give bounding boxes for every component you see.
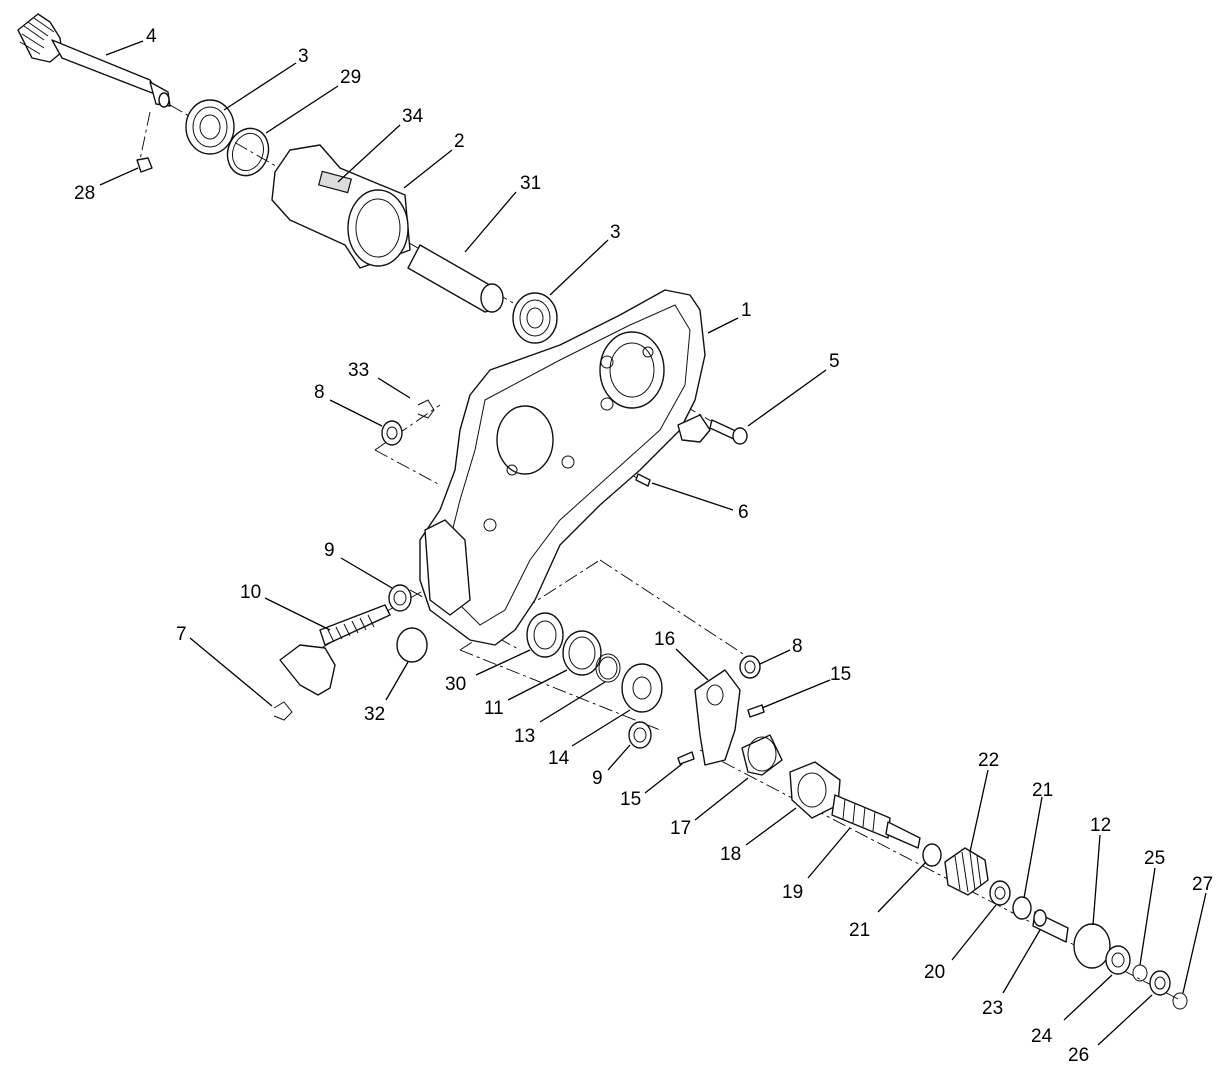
spacer-part (1032, 909, 1069, 943)
callout-33: 33 (348, 360, 369, 381)
callout-3-upper: 3 (298, 46, 309, 67)
input-shaft-part (17, 13, 171, 108)
left-bushing-part (388, 584, 412, 612)
small-bushing-part (989, 880, 1011, 906)
callout-15-upper: 15 (830, 664, 851, 685)
shift-fork-part (694, 669, 741, 766)
callout-29: 29 (340, 67, 361, 88)
retaining-clip-part (417, 399, 435, 419)
main-case-part (419, 289, 711, 646)
callout-11: 11 (484, 698, 504, 719)
set-screw-upper-part (747, 704, 765, 718)
callout-labels: 4 3 29 34 2 28 31 3 1 33 8 5 6 9 10 7 32… (74, 26, 1213, 1066)
callout-31: 31 (520, 173, 541, 194)
callout-32: 32 (364, 704, 385, 725)
callout-19: 19 (782, 882, 803, 903)
threaded-nut-part (944, 847, 989, 896)
shim-washer-left-part (922, 843, 942, 867)
upper-bearing-part (185, 99, 235, 155)
collar-part (741, 734, 783, 776)
o-ring-part (226, 127, 270, 177)
callout-15-lower: 15 (620, 789, 641, 810)
callout-20: 20 (924, 962, 945, 983)
callout-28: 28 (74, 183, 95, 204)
callout-18: 18 (720, 844, 741, 865)
callout-2: 2 (454, 131, 465, 152)
assembly-centerlines (139, 104, 1181, 1001)
woodruff-key-part (136, 157, 153, 173)
callout-8-right: 8 (792, 636, 803, 657)
flat-washer-part (1105, 945, 1131, 975)
callout-4: 4 (146, 26, 157, 47)
bolt-part (709, 419, 748, 445)
callout-30: 30 (445, 674, 466, 695)
callout-24: 24 (1031, 1026, 1053, 1047)
callout-13: 13 (514, 726, 535, 747)
callout-7: 7 (176, 624, 187, 645)
seal-part (526, 612, 564, 658)
callout-22: 22 (978, 750, 999, 771)
retaining-ring-part (595, 653, 621, 683)
lower-bearing-part (512, 292, 558, 344)
sleeve-part (407, 244, 504, 313)
callout-17: 17 (670, 818, 691, 839)
callout-16: 16 (654, 629, 675, 650)
splined-shaft-part (831, 794, 921, 849)
plug-part (396, 627, 428, 663)
shim-washer-right-part (1012, 896, 1032, 920)
lock-ring-part (1132, 964, 1148, 982)
callout-21-upper: 21 (1032, 780, 1053, 801)
dowel-pin-part (635, 473, 651, 487)
callout-5: 5 (829, 351, 840, 372)
callout-12: 12 (1090, 815, 1111, 836)
callout-14: 14 (548, 748, 570, 769)
lower-bushing-part (628, 721, 652, 749)
callout-6: 6 (738, 502, 749, 523)
callout-9-lower: 9 (592, 768, 603, 789)
callout-34: 34 (402, 106, 424, 127)
callout-leaders (99, 40, 1207, 1046)
drum-part (1073, 923, 1111, 969)
callout-3-lower: 3 (610, 222, 621, 243)
callout-8-upper: 8 (314, 382, 325, 403)
bearing-housing-part (271, 144, 411, 269)
shift-shaft-part (279, 604, 391, 696)
end-clip-part (1172, 992, 1188, 1010)
thrust-washer-part (621, 663, 663, 713)
callout-1: 1 (741, 300, 752, 321)
callout-27: 27 (1192, 874, 1213, 895)
callout-25: 25 (1144, 848, 1165, 869)
callout-9-left: 9 (324, 540, 335, 561)
callout-21-lower: 21 (849, 920, 870, 941)
callout-10: 10 (240, 582, 261, 603)
upper-bushing-part (381, 420, 403, 446)
callout-23: 23 (982, 998, 1003, 1019)
set-screw-lower-part (677, 751, 695, 765)
snap-ring-part (273, 701, 293, 721)
end-washer-part (1149, 970, 1171, 996)
callout-26: 26 (1068, 1045, 1089, 1066)
needle-bearing-part (562, 630, 602, 676)
right-bushing-part (739, 655, 761, 679)
